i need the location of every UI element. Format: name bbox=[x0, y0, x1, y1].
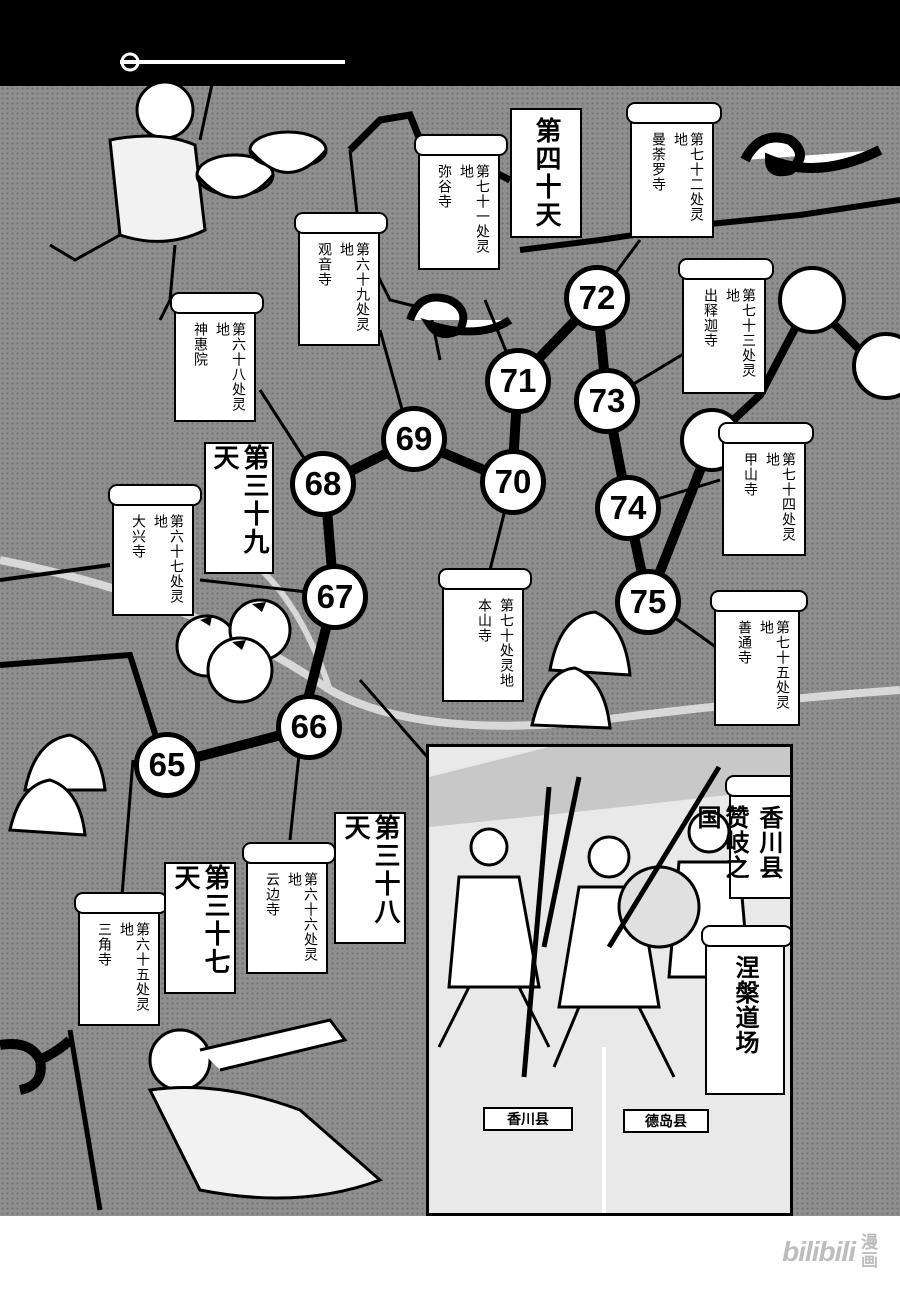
temple-number: 第六十九处灵地 bbox=[338, 242, 370, 332]
temple-name: 曼荼罗寺 bbox=[650, 132, 666, 192]
plaque-text: 香川县 bbox=[507, 1112, 549, 1128]
temple-number: 第六十七处灵地 bbox=[152, 514, 184, 604]
pilgrims-crossing-panel: 香川县 赞岐之国 涅槃道场 香川县 德岛县 bbox=[426, 744, 793, 1216]
temple-scroll-72: 第七十二处灵地 曼荼罗寺 bbox=[626, 102, 722, 238]
temple-name: 大兴寺 bbox=[130, 514, 146, 559]
station-67: 67 bbox=[302, 564, 368, 630]
day-label-text: 第四十天 bbox=[531, 117, 561, 229]
province-name: 赞岐之国 bbox=[693, 805, 749, 880]
dojo-scroll: 涅槃道场 bbox=[701, 925, 790, 1095]
day-label-text: 第三十七天 bbox=[170, 864, 230, 976]
station-70: 70 bbox=[480, 449, 546, 515]
day-label-38: 第三十八天 bbox=[334, 812, 406, 944]
region-border bbox=[0, 651, 168, 766]
connector bbox=[288, 744, 302, 841]
logo-manhua: 漫 画 bbox=[861, 1234, 878, 1270]
unnamed-station-circle bbox=[852, 332, 900, 400]
station-74: 74 bbox=[595, 475, 661, 541]
station-72: 72 bbox=[564, 265, 630, 331]
temple-name: 善通寺 bbox=[736, 620, 752, 665]
temple-name: 弥谷寺 bbox=[436, 164, 452, 209]
pilgrim-leaping-figure bbox=[49, 68, 217, 321]
station-69: 69 bbox=[381, 406, 447, 472]
station-73: 73 bbox=[574, 368, 640, 434]
cloud-swirl bbox=[0, 1036, 74, 1095]
logo-char: 漫 bbox=[861, 1233, 878, 1252]
day-label-37: 第三十七天 bbox=[164, 862, 236, 994]
temple-number: 第六十六处灵地 bbox=[286, 872, 318, 962]
connector bbox=[358, 679, 432, 761]
border-plaque-left: 香川县 bbox=[483, 1107, 573, 1131]
temple-scroll-74: 第七十四处灵地 甲山寺 bbox=[718, 422, 814, 556]
temple-number: 第七十处灵地 bbox=[498, 598, 514, 688]
temple-name: 本山寺 bbox=[476, 598, 492, 643]
temple-scroll-73: 第七十三处灵地 出释迦寺 bbox=[678, 258, 774, 394]
station-75: 75 bbox=[615, 569, 681, 635]
cloud-swirl bbox=[406, 293, 513, 338]
temple-scroll-68: 第六十八处灵地 神惠院 bbox=[170, 292, 264, 422]
bottom-margin bbox=[0, 1216, 900, 1292]
station-65: 65 bbox=[134, 732, 200, 798]
temple-number: 第七十二处灵地 bbox=[672, 132, 704, 222]
temple-name: 云边寺 bbox=[264, 872, 280, 917]
day-label-text: 第三十九天 bbox=[209, 444, 269, 556]
temple-number: 第七十一处灵地 bbox=[458, 164, 490, 254]
region-border bbox=[0, 563, 111, 582]
temple-scroll-75: 第七十五处灵地 善通寺 bbox=[710, 590, 808, 726]
temple-scroll-69: 第六十九处灵地 观音寺 bbox=[294, 212, 388, 346]
mountain-icon bbox=[8, 610, 632, 837]
plaque-text: 德岛县 bbox=[645, 1114, 687, 1130]
temple-name: 出释迦寺 bbox=[702, 288, 718, 348]
logo-char: 画 bbox=[861, 1251, 878, 1270]
temple-number: 第六十八处灵地 bbox=[214, 322, 246, 412]
staff-ring-icon bbox=[120, 52, 140, 72]
dojo-name: 涅槃道场 bbox=[731, 955, 759, 1055]
prefecture-name: 香川县 bbox=[755, 805, 783, 880]
temple-name: 观音寺 bbox=[316, 242, 332, 287]
temple-scroll-70: 第七十处灵地 本山寺 bbox=[438, 568, 532, 702]
temple-number: 第六十五处灵地 bbox=[118, 922, 150, 1012]
udon-bowl-icon bbox=[195, 130, 328, 199]
station-68: 68 bbox=[290, 451, 356, 517]
border-plaque-right: 德岛县 bbox=[623, 1109, 709, 1133]
cloud-swirl bbox=[740, 132, 883, 177]
temple-name: 神惠院 bbox=[192, 322, 208, 367]
route-path bbox=[709, 293, 883, 443]
temple-number: 第七十三处灵地 bbox=[724, 288, 756, 378]
day-label-text: 第三十八天 bbox=[340, 814, 400, 926]
day-label-39: 第三十九天 bbox=[204, 442, 274, 574]
mikan-oranges-icon bbox=[175, 598, 292, 704]
panel-illustration bbox=[429, 747, 790, 1213]
day-label-40: 第四十天 bbox=[510, 108, 582, 238]
temple-name: 甲山寺 bbox=[742, 452, 758, 497]
unnamed-station-circle bbox=[778, 266, 846, 334]
station-71: 71 bbox=[485, 348, 551, 414]
bilibili-manhua-logo: bilibili 漫 画 bbox=[782, 1234, 878, 1270]
pilgrim-crawling-figure bbox=[67, 1018, 383, 1211]
temple-number: 第七十四处灵地 bbox=[764, 452, 796, 542]
temple-name: 三角寺 bbox=[96, 922, 112, 967]
logo-word: bilibili bbox=[782, 1236, 856, 1267]
temple-scroll-65: 第六十五处灵地 三角寺 bbox=[74, 892, 168, 1026]
temple-number: 第七十五处灵地 bbox=[758, 620, 790, 710]
prefecture-scroll: 香川县 赞岐之国 bbox=[693, 775, 790, 899]
temple-scroll-66: 第六十六处灵地 云边寺 bbox=[242, 842, 336, 974]
temple-scroll-67: 第六十七处灵地 大兴寺 bbox=[108, 484, 202, 616]
temple-scroll-71: 第七十一处灵地 弥谷寺 bbox=[414, 134, 508, 270]
station-66: 66 bbox=[276, 694, 342, 760]
